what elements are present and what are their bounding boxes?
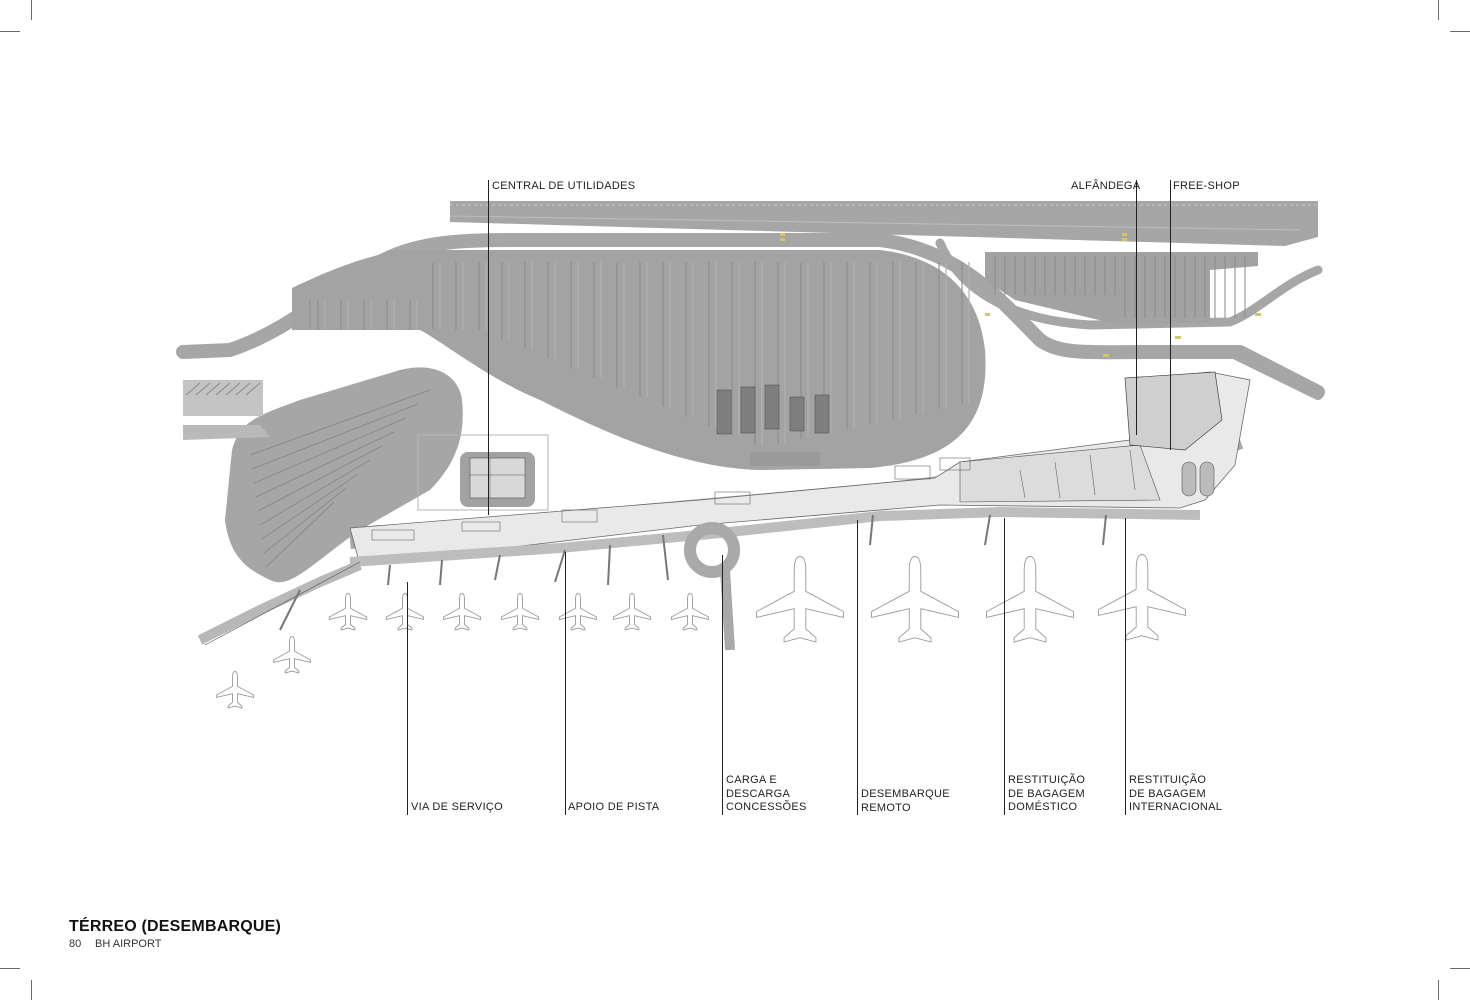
aircraft-icon <box>986 556 1074 643</box>
label-bag-internacional-line-1: RESTITUIÇÃO <box>1129 774 1207 786</box>
road-markings <box>780 233 1261 357</box>
page-number: 80 <box>69 938 82 950</box>
label-apoio-pista: APOIO DE PISTA <box>568 801 660 813</box>
aircraft-icon <box>442 592 482 631</box>
leader-bag-domestico <box>1004 518 1005 815</box>
leader-apoio-pista <box>565 552 566 815</box>
aircraft-icon <box>612 592 652 631</box>
aircraft-icon <box>670 592 710 631</box>
crop-mark <box>0 968 20 969</box>
label-central-utilidades: CENTRAL DE UTILIDADES <box>492 180 636 192</box>
leader-desembarque <box>857 520 858 815</box>
label-bag-internacional: RESTITUIÇÃO DE BAGAGEM INTERNACIONAL <box>1129 774 1222 815</box>
main-parking-lot <box>292 250 986 470</box>
label-bag-internacional-line-3: INTERNACIONAL <box>1129 801 1223 813</box>
label-desembarque-line-1: DESEMBARQUE <box>861 788 950 800</box>
crop-mark <box>0 31 20 32</box>
aircraft-group <box>215 554 1186 709</box>
label-bag-domestico: RESTITUIÇÃO DE BAGAGEM DOMÉSTICO <box>1008 774 1085 815</box>
crop-mark <box>31 0 32 20</box>
label-carga: CARGA E DESCARGA CONCESSÕES <box>726 774 807 815</box>
aircraft-icon <box>871 556 959 643</box>
label-desembarque-line-2: REMOTO <box>861 801 911 814</box>
aircraft-icon <box>500 592 540 631</box>
label-bag-domestico-line-3: DOMÉSTICO <box>1008 801 1078 813</box>
leader-via-servico <box>407 582 408 815</box>
utilities-building <box>417 434 549 511</box>
jet-bridges <box>279 514 1107 631</box>
leader-alfandega <box>1136 180 1137 435</box>
label-alfandega: ALFÂNDEGA <box>1071 180 1141 192</box>
label-carga-line-3: CONCESSÕES <box>726 801 807 813</box>
aircraft-icon <box>272 635 312 674</box>
label-bag-internacional-line-2: DE BAGAGEM <box>1129 787 1206 800</box>
crop-mark <box>1450 968 1470 969</box>
leader-free-shop <box>1170 180 1171 450</box>
crop-mark <box>31 980 32 1000</box>
leader-bag-internacional <box>1125 518 1126 815</box>
label-free-shop: FREE-SHOP <box>1173 180 1240 192</box>
aircraft-icon <box>558 592 598 631</box>
terminal-building <box>349 371 1251 566</box>
left-parking-lot <box>225 367 463 583</box>
crop-mark <box>1450 31 1470 32</box>
crop-mark <box>1438 980 1439 1000</box>
label-carga-line-1: CARGA E <box>726 774 778 786</box>
top-runway-road <box>449 201 1318 246</box>
aircraft-icon <box>215 670 255 709</box>
left-remote-parking <box>183 380 270 440</box>
leader-central-utilidades <box>488 180 489 515</box>
aircraft-icon <box>1098 554 1186 641</box>
aircraft-icon <box>385 592 425 631</box>
label-bag-domestico-line-1: RESTITUIÇÃO <box>1008 774 1086 786</box>
label-carga-line-2: DESCARGA <box>726 787 791 800</box>
label-desembarque: DESEMBARQUE REMOTO <box>861 788 950 815</box>
aircraft-icon <box>328 592 368 631</box>
label-bag-domestico-line-2: DE BAGAGEM <box>1008 787 1085 800</box>
project-name: BH AIRPORT <box>95 938 162 950</box>
apron-service-road <box>197 506 1201 651</box>
cargo-apron <box>985 252 1258 325</box>
label-via-servico: VIA DE SERVIÇO <box>411 801 504 813</box>
page-title: TÉRREO (DESEMBARQUE) <box>69 918 282 935</box>
leader-carga <box>722 555 723 815</box>
crop-mark <box>1438 0 1439 20</box>
aircraft-icon <box>756 556 844 643</box>
